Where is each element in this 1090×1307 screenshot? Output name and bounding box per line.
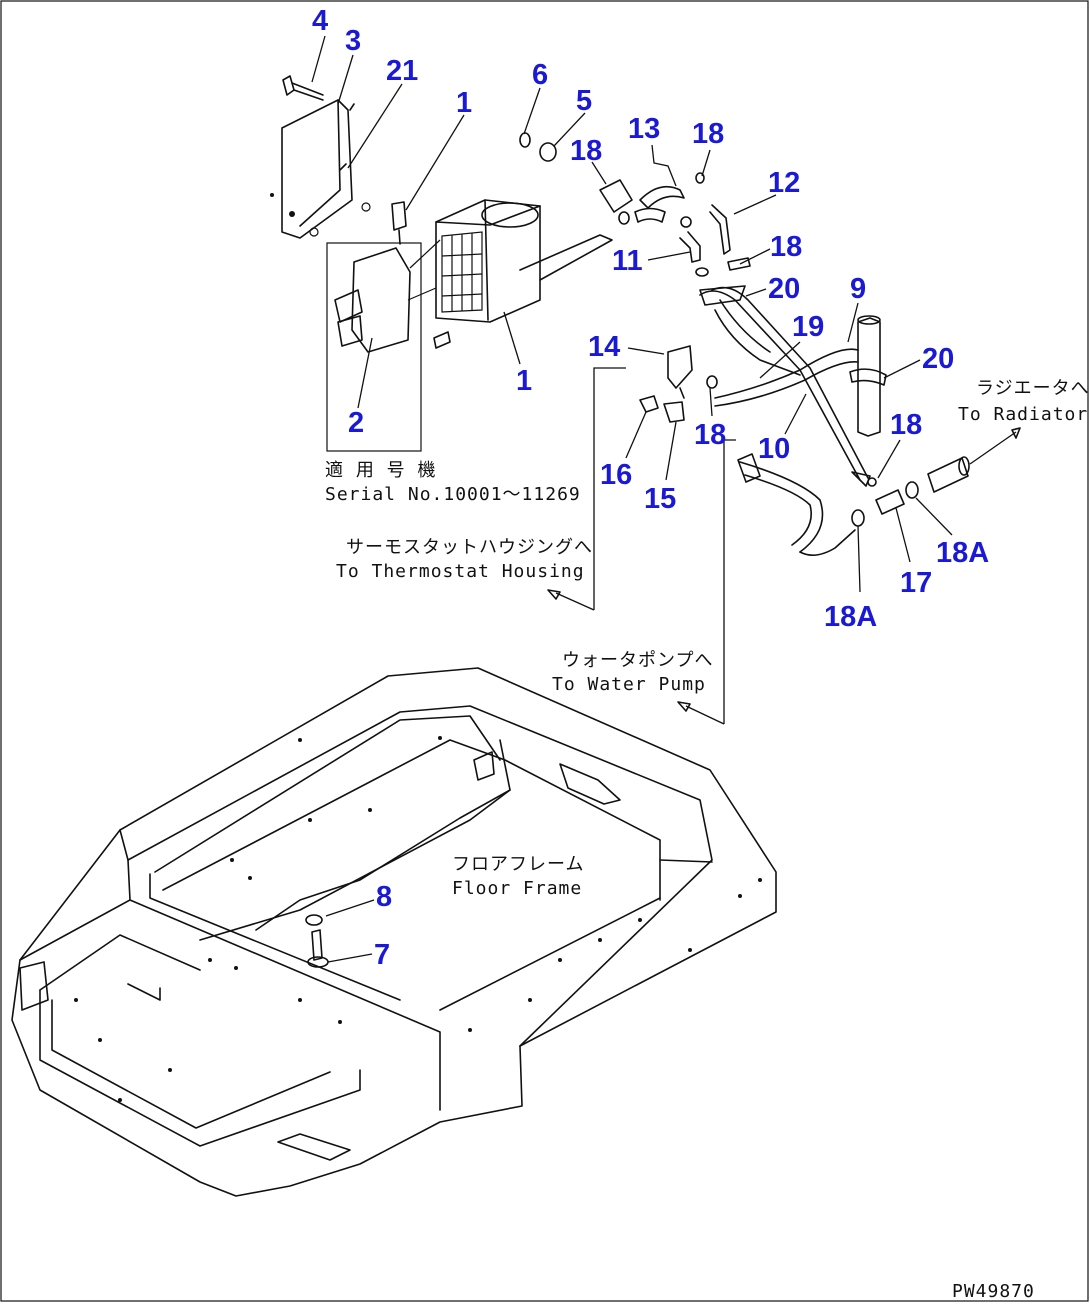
callout-label: 4 xyxy=(312,5,328,37)
callout-label: 18A xyxy=(824,601,877,633)
notes: 適 用 号 機 Serial No.10001～11269 サーモスタットハウジ… xyxy=(325,378,1090,899)
callout-label: 15 xyxy=(644,483,676,515)
callout-label: 1 xyxy=(456,87,472,119)
callout-label: 18 xyxy=(890,409,922,441)
direction-leaders xyxy=(547,367,1021,725)
callout-label: 11 xyxy=(612,245,643,277)
serial-range-box xyxy=(326,242,422,452)
callout-label: 18 xyxy=(770,231,802,263)
callout-leaders xyxy=(311,35,953,963)
drawing-id: PW49870 xyxy=(952,1281,1035,1302)
callout-label: 10 xyxy=(758,433,790,465)
callout-label: 18 xyxy=(694,419,726,451)
floor-frame-note-en: Floor Frame xyxy=(452,878,582,899)
waterpump-note-en: To Water Pump xyxy=(552,674,706,695)
callout-label: 20 xyxy=(768,273,800,305)
callout-label: 18A xyxy=(936,537,989,569)
floor-frame xyxy=(11,667,777,1197)
thermostat-note-en: To Thermostat Housing xyxy=(336,561,585,582)
callout-labels: 4 3 21 1 6 5 18 13 18 12 11 18 20 9 19 2… xyxy=(312,5,989,971)
thermostat-note-jp: サーモスタットハウジングへ xyxy=(346,537,593,558)
callout-label: 9 xyxy=(850,273,866,305)
callout-label: 13 xyxy=(628,113,660,145)
floor-frame-note-jp: フロアフレーム xyxy=(452,854,584,875)
callout-label: 17 xyxy=(900,567,932,599)
serial-note-jp: 適 用 号 機 xyxy=(325,460,437,481)
callout-label: 8 xyxy=(376,881,392,913)
radiator-note-jp: ラジエータへ xyxy=(976,378,1090,399)
callout-label: 1 xyxy=(516,365,532,397)
callout-label: 20 xyxy=(922,343,954,375)
callout-label: 19 xyxy=(792,311,824,343)
radiator-note-en: To Radiator xyxy=(958,404,1088,425)
callout-label: 2 xyxy=(348,407,364,439)
callout-label: 6 xyxy=(532,59,548,91)
callout-label: 5 xyxy=(576,85,592,117)
callout-label: 7 xyxy=(374,939,390,971)
callout-label: 16 xyxy=(600,459,632,491)
waterpump-note-jp: ウォータポンプへ xyxy=(562,650,713,671)
piping xyxy=(639,285,970,556)
callout-label: 3 xyxy=(345,25,361,57)
callout-label: 12 xyxy=(768,167,800,199)
callout-label: 18 xyxy=(692,118,724,150)
heater-unit xyxy=(270,75,751,353)
callout-label: 18 xyxy=(570,135,602,167)
callout-label: 21 xyxy=(386,55,418,87)
callout-label: 14 xyxy=(588,331,620,363)
serial-note-en: Serial No.10001～11269 xyxy=(325,484,581,505)
